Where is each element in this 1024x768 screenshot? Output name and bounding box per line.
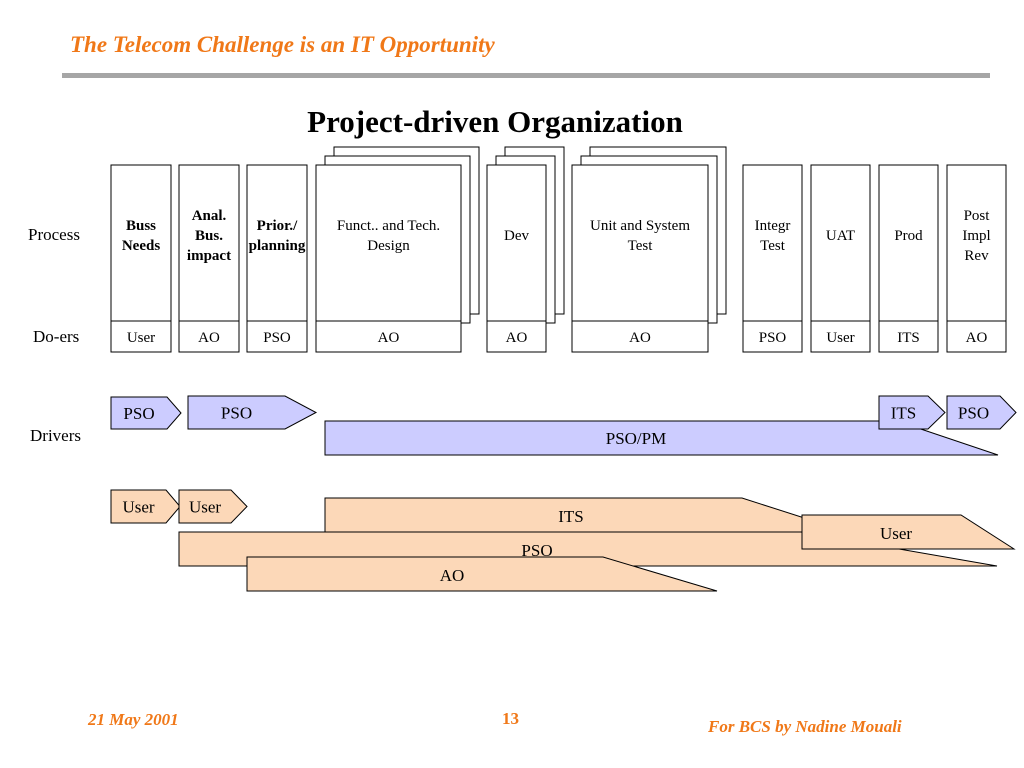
- doer-label: AO: [506, 330, 528, 346]
- drivers-lane: PSO/PM PSO PSO ITS PSO: [110, 395, 1017, 456]
- phase-box: [742, 164, 803, 353]
- phase-label: Design: [367, 238, 410, 254]
- participant-chevron: User: [110, 489, 181, 524]
- driver-chevron: PSO: [187, 395, 318, 430]
- phase-label: Test: [760, 238, 786, 254]
- driver-chevron: ITS: [878, 395, 946, 430]
- diagram-title: Project-driven Organization: [307, 104, 683, 139]
- phase-box: [246, 164, 308, 353]
- doer-label: AO: [966, 330, 988, 346]
- participant-arrow-label: AO: [440, 566, 465, 585]
- phase-label: Funct.. and Tech.: [337, 218, 440, 234]
- phase-label: Post: [964, 208, 991, 224]
- phase-label: Dev: [504, 228, 529, 244]
- driver-chevron: PSO: [946, 395, 1017, 430]
- driver-chevron-shape: [946, 395, 1017, 430]
- participant-arrow-label: PSO: [521, 541, 552, 560]
- phase-box: [571, 164, 709, 353]
- phase-column: UAT User: [810, 164, 871, 353]
- participant-arrow-shape: [801, 514, 1016, 550]
- phase-label: Prior./: [257, 218, 299, 234]
- phase-label: Anal.: [192, 208, 227, 224]
- driver-chevron-label: PSO: [123, 404, 154, 423]
- phase-label: Prod: [894, 228, 923, 244]
- footer-credit: For BCS by Nadine Mouali: [708, 717, 902, 736]
- phase-box: [486, 164, 547, 353]
- participant-arrow-label: ITS: [558, 507, 584, 526]
- driver-chevron-shape: [110, 396, 182, 430]
- phase-box: [878, 164, 939, 353]
- page-number: 13: [502, 709, 519, 728]
- participant-chevron-label: User: [189, 498, 221, 517]
- doer-label: PSO: [759, 330, 787, 346]
- participant-arrow-shape: [324, 497, 849, 533]
- process-row-label: Process: [28, 225, 80, 244]
- driver-chevron-label: ITS: [891, 404, 917, 423]
- phase-label: UAT: [826, 228, 855, 244]
- doer-label: AO: [198, 330, 220, 346]
- phase-box: [315, 164, 462, 353]
- doer-label: AO: [378, 330, 400, 346]
- phase-label: Test: [628, 238, 654, 254]
- doer-label: ITS: [897, 330, 920, 346]
- phase-label: Integr: [755, 218, 791, 234]
- doers-row-label: Do-ers: [33, 327, 80, 346]
- phase-label: Buss: [126, 218, 156, 234]
- driver-arrow-label: PSO/PM: [606, 429, 666, 448]
- participant-chevron: User: [178, 489, 248, 524]
- drivers-row-label: Drivers: [30, 426, 81, 445]
- driver-arrow-shape: [324, 420, 999, 456]
- doer-label: User: [826, 330, 854, 346]
- phase-label: impact: [187, 248, 231, 264]
- phase-label: Needs: [122, 238, 160, 254]
- phase-box: [810, 164, 871, 353]
- title-rule: [62, 73, 990, 78]
- driver-chevron-shape: [878, 395, 946, 430]
- phase-label: Rev: [964, 248, 989, 264]
- footer-date: 21 May 2001: [88, 710, 179, 729]
- phase-label: Bus.: [195, 228, 223, 244]
- participant-chevron-label: User: [122, 498, 154, 517]
- participant-arrow: AO: [246, 556, 718, 592]
- participant-chevron-shape: [178, 489, 248, 524]
- driver-chevron-label: PSO: [958, 404, 989, 423]
- slide-title: The Telecom Challenge is an IT Opportuni…: [70, 32, 495, 57]
- participant-arrow: User: [801, 514, 1016, 550]
- driver-arrow: PSO/PM: [324, 420, 999, 456]
- phase-label: planning: [249, 238, 306, 254]
- doer-label: User: [127, 330, 155, 346]
- driver-chevron-shape: [187, 395, 318, 430]
- participant-arrow: ITS: [324, 497, 849, 533]
- phase-label: Unit and System: [590, 218, 690, 234]
- doer-label: AO: [629, 330, 651, 346]
- participant-arrow-shape: [246, 556, 718, 592]
- doer-label: PSO: [263, 330, 291, 346]
- phase-label: Impl: [962, 228, 990, 244]
- participant-chevron-shape: [110, 489, 181, 524]
- participant-arrow-label: User: [880, 524, 912, 543]
- driver-chevron-label: PSO: [221, 404, 252, 423]
- driver-chevron: PSO: [110, 396, 182, 430]
- phase-box: [110, 164, 172, 353]
